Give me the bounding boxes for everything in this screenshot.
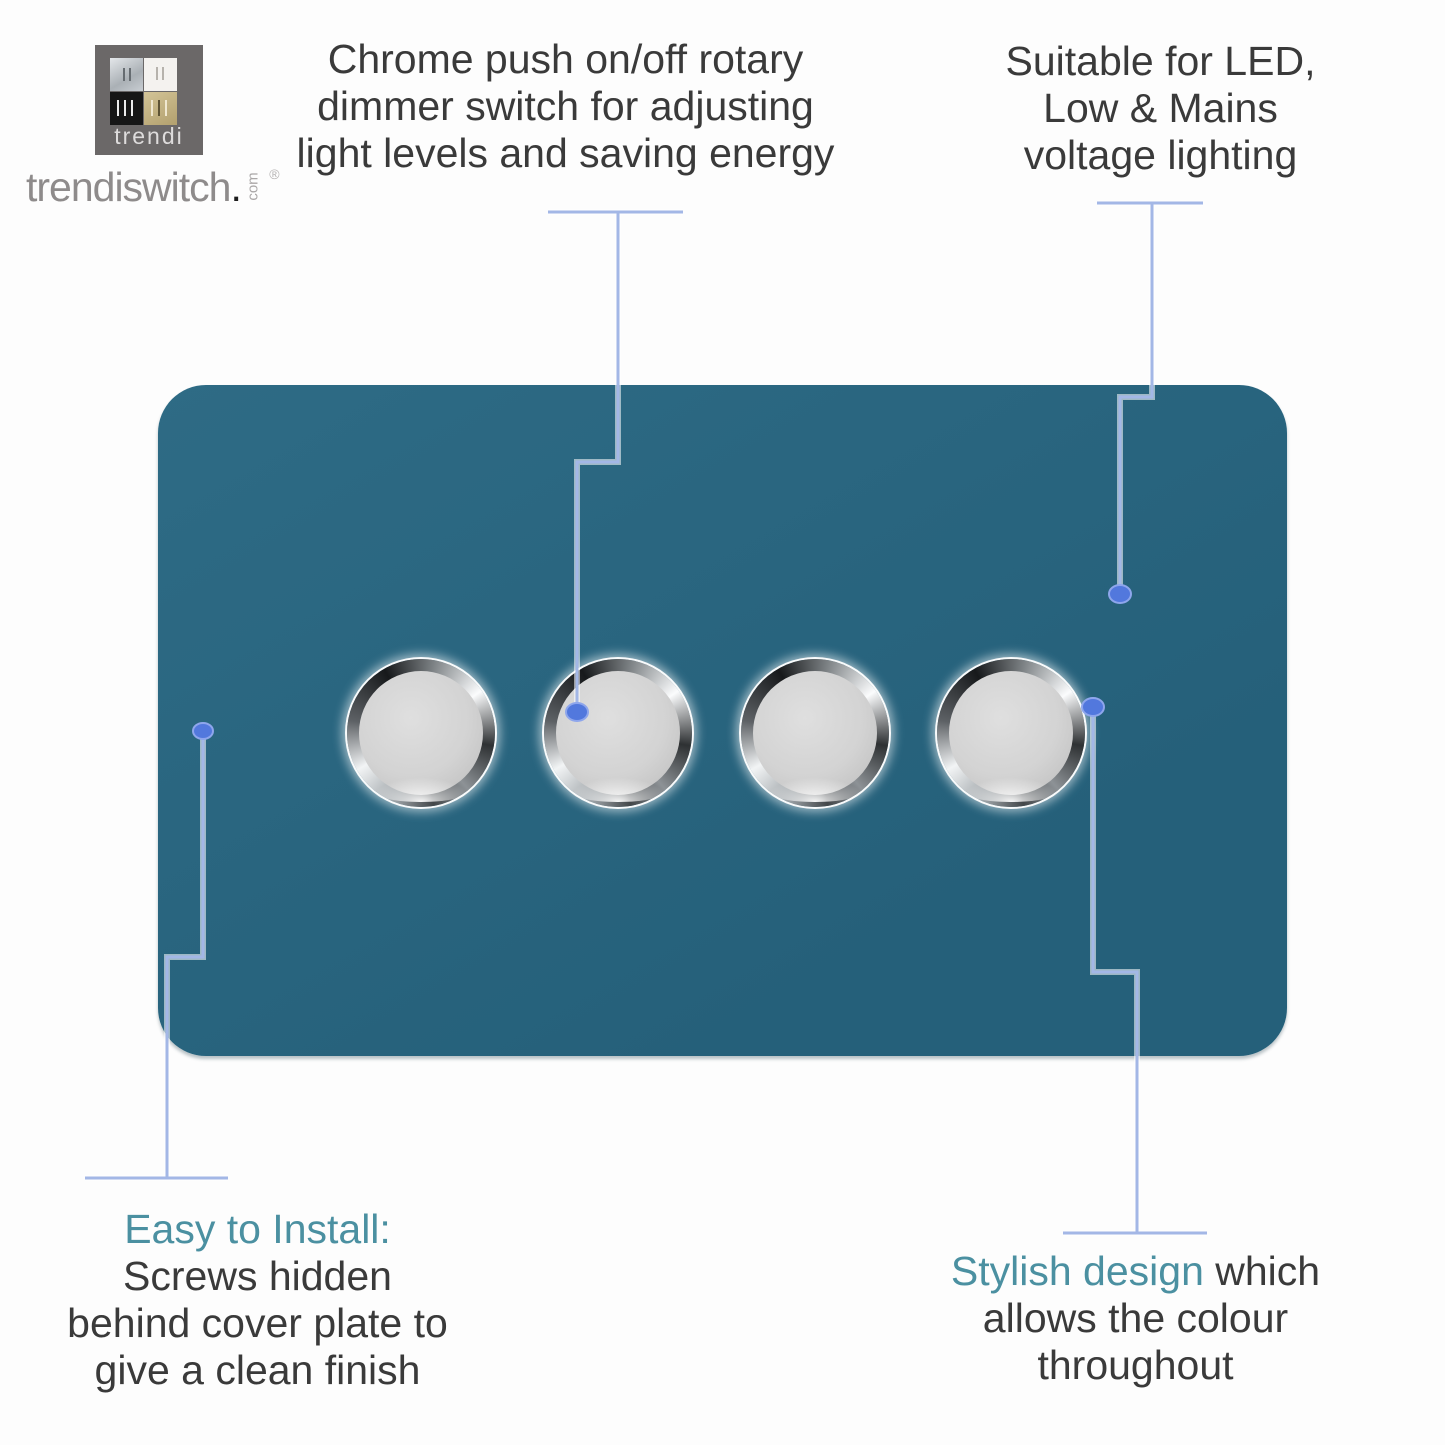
caption-heading-accent: Stylish design bbox=[950, 1248, 1204, 1294]
caption-rotary-dimmer: Chrome push on/off rotary dimmer switch … bbox=[283, 36, 848, 177]
caption-stylish-design: Stylish design which allows the colour t… bbox=[893, 1248, 1378, 1389]
caption-suitable-lighting: Suitable for LED, Low & Mains voltage li… bbox=[973, 38, 1348, 179]
caption-heading-rest: which bbox=[1203, 1248, 1321, 1294]
caption-heading-line: Stylish design which bbox=[893, 1248, 1378, 1295]
caption-line: Suitable for LED, bbox=[1005, 38, 1316, 84]
black-switch-tile-icon bbox=[110, 92, 143, 125]
dimmer-switch-plate bbox=[158, 385, 1287, 1056]
brand-wordmark: trendiswitch.com ® bbox=[26, 164, 280, 211]
dimmer-knob-4 bbox=[937, 659, 1085, 807]
caption-line: voltage lighting bbox=[1023, 132, 1298, 178]
caption-easy-install: Easy to Install: Screws hidden behind co… bbox=[30, 1206, 485, 1394]
white-switch-tile-icon bbox=[144, 58, 177, 91]
caption-line: Chrome push on/off rotary bbox=[327, 36, 804, 82]
caption-line: behind cover plate to bbox=[67, 1300, 448, 1346]
dimmer-knob-3 bbox=[741, 659, 889, 807]
caption-line: dimmer switch for adjusting bbox=[317, 83, 814, 129]
wordmark-domain: com bbox=[244, 172, 262, 201]
trendi-logo: trendi bbox=[95, 45, 203, 155]
gold-switch-tile-icon bbox=[144, 92, 177, 125]
caption-line: allows the colour bbox=[982, 1295, 1289, 1341]
caption-line: throughout bbox=[1037, 1342, 1234, 1388]
caption-heading: Easy to Install: bbox=[124, 1206, 391, 1252]
wordmark-dot: . bbox=[230, 164, 241, 210]
caption-line: give a clean finish bbox=[94, 1347, 421, 1393]
caption-line: light levels and saving energy bbox=[296, 130, 835, 176]
chrome-switch-tile-icon bbox=[110, 58, 143, 91]
registered-trademark-icon: ® bbox=[269, 166, 280, 182]
caption-line: Screws hidden bbox=[123, 1253, 392, 1299]
logo-label: trendi bbox=[114, 123, 184, 149]
dimmer-knob-2 bbox=[544, 659, 692, 807]
caption-line: Low & Mains bbox=[1043, 85, 1278, 131]
dimmer-knob-1 bbox=[347, 659, 495, 807]
logo-switch-tiles bbox=[110, 58, 177, 125]
wordmark-text: trendiswitch bbox=[26, 164, 231, 210]
